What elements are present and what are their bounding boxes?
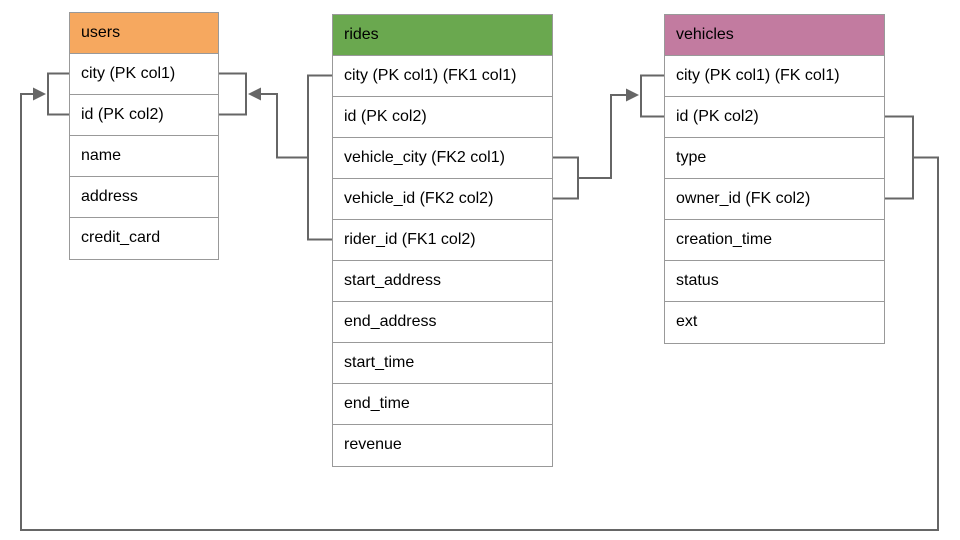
rides-col-end-time[interactable]: end_time xyxy=(333,384,552,425)
vehicles-col-owner-id[interactable]: owner_id (FK col2) xyxy=(665,179,884,220)
vehicles-left-bracket[interactable] xyxy=(640,74,664,118)
rides-table[interactable]: rides city (PK col1) (FK1 col1) id (PK c… xyxy=(332,14,553,467)
vehicles-col-type[interactable]: type xyxy=(665,138,884,179)
rides-col-rider-id[interactable]: rider_id (FK1 col2) xyxy=(333,220,552,261)
vehicles-col-id[interactable]: id (PK col2) xyxy=(665,97,884,138)
users-col-address[interactable]: address xyxy=(70,177,218,218)
rides-table-header[interactable]: rides xyxy=(333,15,552,56)
fk2-rides-to-vehicles-connector[interactable] xyxy=(553,74,664,200)
fk1-connector-line[interactable] xyxy=(259,93,308,159)
rides-col-revenue[interactable]: revenue xyxy=(333,425,552,466)
users-col-city[interactable]: city (PK col1) xyxy=(70,54,218,95)
fk-arrowhead-icon xyxy=(33,87,46,101)
fk1-arrowhead-icon xyxy=(248,87,261,101)
vehicles-col-city[interactable]: city (PK col1) (FK col1) xyxy=(665,56,884,97)
vehicles-table[interactable]: vehicles city (PK col1) (FK col1) id (PK… xyxy=(664,14,885,344)
rides-col-start-time[interactable]: start_time xyxy=(333,343,552,384)
users-table[interactable]: users city (PK col1) id (PK col2) name a… xyxy=(69,12,219,260)
fk2-connector-line[interactable] xyxy=(578,94,628,179)
rides-col-end-address[interactable]: end_address xyxy=(333,302,552,343)
rides-col-city[interactable]: city (PK col1) (FK1 col1) xyxy=(333,56,552,97)
vehicles-col-ext[interactable]: ext xyxy=(665,302,884,343)
vehicles-col-creation-time[interactable]: creation_time xyxy=(665,220,884,261)
fk2-arrowhead-icon xyxy=(626,88,639,102)
users-right-bracket[interactable] xyxy=(219,72,247,116)
fk1-rides-to-users-connector[interactable] xyxy=(219,72,332,241)
users-col-id[interactable]: id (PK col2) xyxy=(70,95,218,136)
rides-col-vehicle-city[interactable]: vehicle_city (FK2 col1) xyxy=(333,138,552,179)
rides-right-bracket[interactable] xyxy=(553,156,579,200)
users-col-name[interactable]: name xyxy=(70,136,218,177)
vehicles-right-bracket[interactable] xyxy=(885,115,914,200)
vehicles-col-status[interactable]: status xyxy=(665,261,884,302)
rides-left-bracket[interactable] xyxy=(307,74,332,241)
rides-col-start-address[interactable]: start_address xyxy=(333,261,552,302)
users-left-bracket[interactable] xyxy=(47,72,69,116)
vehicles-table-header[interactable]: vehicles xyxy=(665,15,884,56)
users-col-credit-card[interactable]: credit_card xyxy=(70,218,218,259)
rides-col-vehicle-id[interactable]: vehicle_id (FK2 col2) xyxy=(333,179,552,220)
users-table-header[interactable]: users xyxy=(70,13,218,54)
rides-col-id[interactable]: id (PK col2) xyxy=(333,97,552,138)
